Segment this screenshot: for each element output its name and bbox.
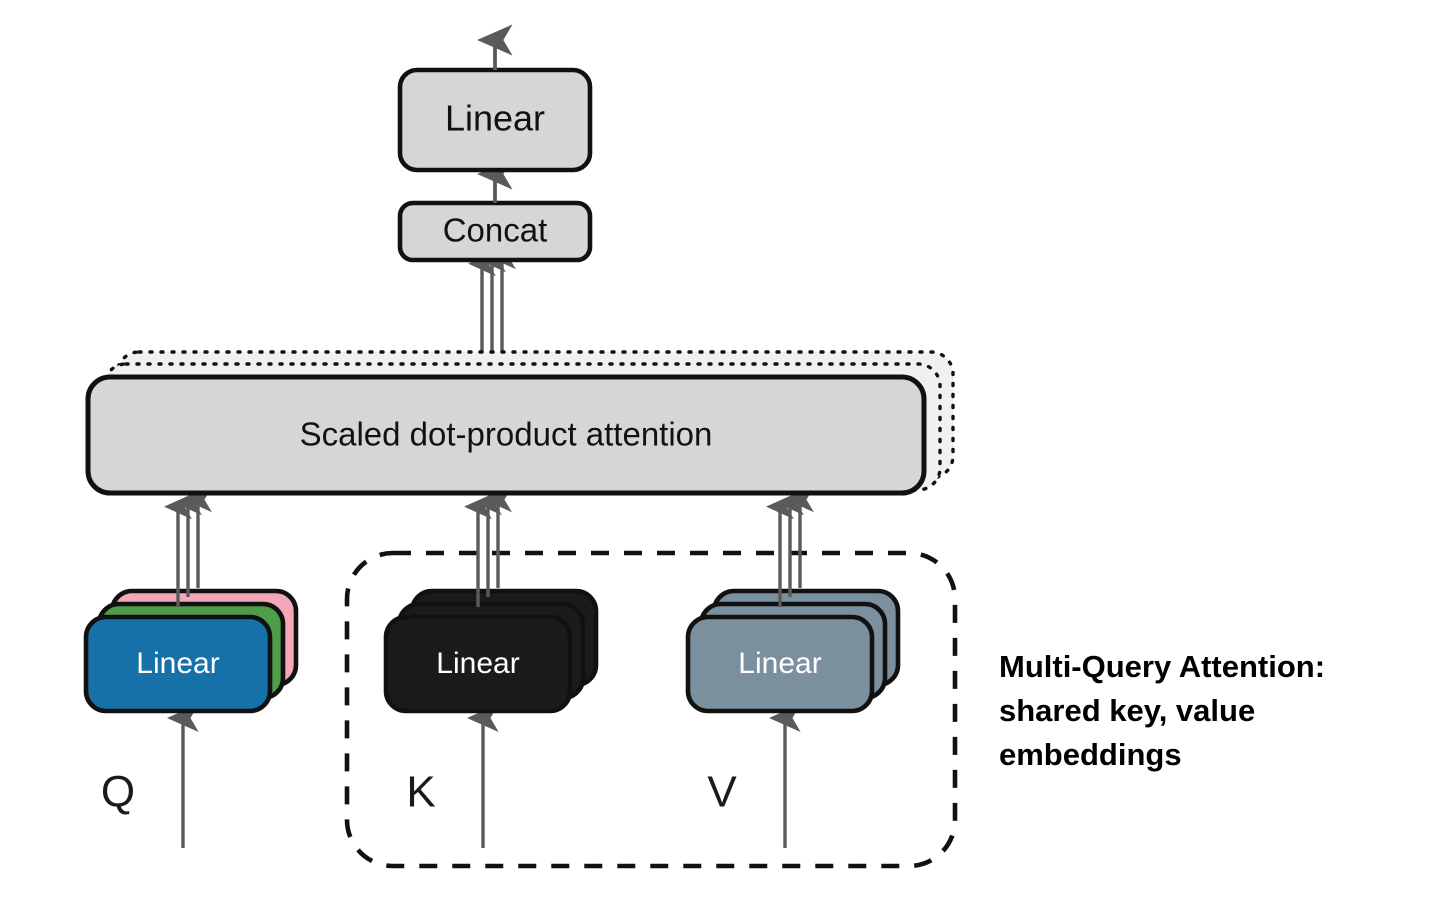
concat-label: Concat	[443, 212, 548, 249]
annotation-line-2: shared key, value	[999, 693, 1255, 728]
input-label-k: K	[406, 768, 435, 817]
k-linear-stack[interactable]: Linear	[383, 588, 599, 714]
input-label-v: V	[707, 768, 737, 817]
concat-node[interactable]: Concat	[397, 200, 593, 263]
v-linear-label: Linear	[738, 647, 821, 680]
k-linear-box[interactable]	[383, 614, 573, 714]
attention-stack[interactable]: Scaled dot-product attention	[85, 350, 955, 496]
attention-label: Scaled dot-product attention	[300, 416, 713, 453]
shared-kv-dashed-group	[344, 550, 958, 869]
annotation-multi-query-attention: Multi-Query Attention: shared key, value…	[999, 649, 1325, 772]
output-linear-node[interactable]: Linear	[397, 67, 593, 173]
annotation-line-1: Multi-Query Attention:	[999, 649, 1325, 684]
v-linear-box[interactable]	[685, 614, 875, 714]
output-linear-label: Linear	[445, 98, 545, 139]
k-linear-label: Linear	[436, 647, 519, 680]
edge-k-to-attention	[464, 487, 512, 607]
q-linear-stack[interactable]: Linear	[83, 588, 299, 714]
annotation-line-3: embeddings	[999, 737, 1182, 772]
v-linear-stack[interactable]: Linear	[685, 588, 901, 714]
input-label-q: Q	[101, 768, 135, 817]
attention-box[interactable]	[85, 374, 927, 496]
edge-v-to-attention	[766, 487, 814, 607]
q-linear-box[interactable]	[83, 614, 273, 714]
edge-q-to-attention	[164, 487, 212, 607]
q-linear-label: Linear	[136, 647, 219, 680]
